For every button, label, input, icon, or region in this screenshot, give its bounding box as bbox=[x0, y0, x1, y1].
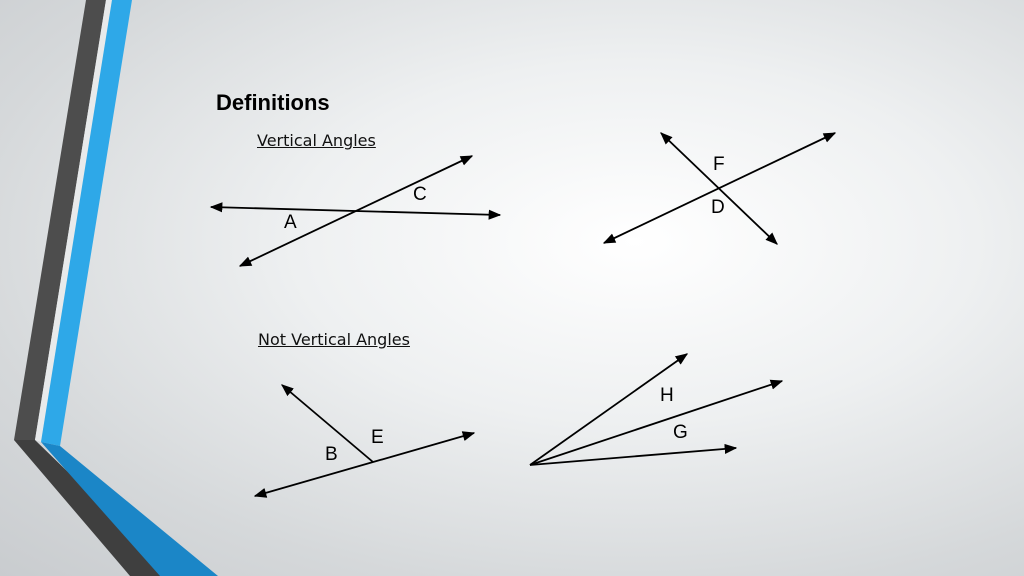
page-title: Definitions bbox=[216, 90, 330, 115]
angle-label-h: H bbox=[660, 385, 674, 406]
line-nv1-base bbox=[253, 431, 476, 498]
vertical-angles-label: Vertical Angles bbox=[257, 131, 376, 150]
ray-nv2-middle bbox=[529, 379, 784, 466]
light-gap-upper bbox=[35, 0, 112, 442]
angle-label-c: C bbox=[413, 184, 427, 205]
line-nv1-ray bbox=[281, 384, 374, 463]
line-v2-ascending bbox=[602, 132, 837, 244]
blue-stripe-lower bbox=[41, 442, 218, 576]
not-vertical-angles-label: Not Vertical Angles bbox=[258, 330, 410, 349]
blue-stripe-upper bbox=[41, 0, 132, 446]
angle-label-d: D bbox=[711, 197, 725, 218]
ray-nv2-top bbox=[529, 353, 689, 466]
angle-label-a: A bbox=[284, 212, 297, 233]
angle-label-e: E bbox=[371, 427, 384, 448]
angle-label-f: F bbox=[713, 154, 725, 175]
angle-label-b: B bbox=[325, 444, 338, 465]
ray-nv2-bottom bbox=[529, 443, 738, 466]
angle-label-g: G bbox=[673, 422, 688, 443]
line-v1-diagonal bbox=[238, 155, 474, 267]
dark-stripe-upper bbox=[14, 0, 106, 440]
